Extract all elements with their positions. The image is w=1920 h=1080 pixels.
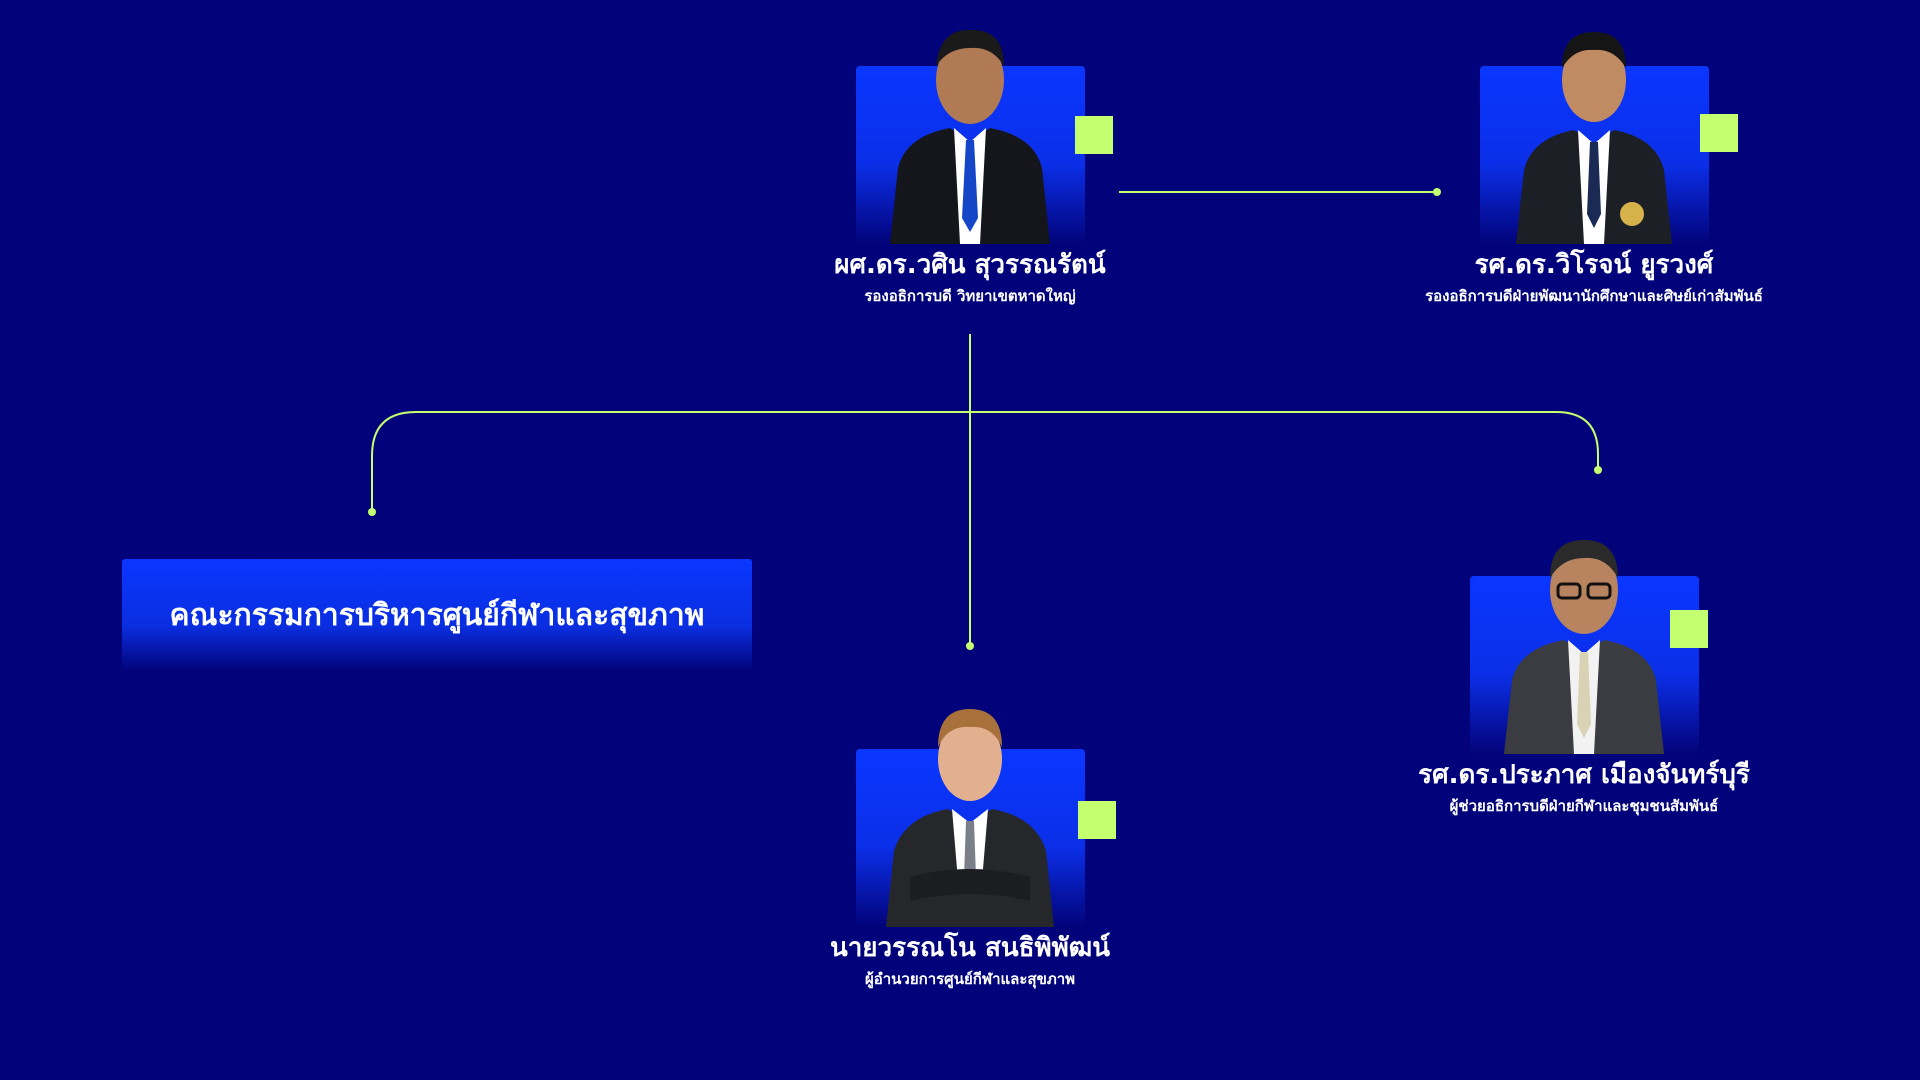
connector-top-horizontal-dot: [1433, 188, 1441, 196]
person-card-bottom-center: นายวรรณโน สนธิพิพัฒน์ ผู้อำนวยการศูนย์กี…: [760, 697, 1180, 989]
connector-branch-right-dot: [1594, 466, 1602, 474]
person-name: รศ.ดร.ประภาศ เมืองจันทร์บุรี: [1418, 760, 1750, 790]
photo-frame: [820, 14, 1120, 244]
accent-square: [1670, 610, 1708, 648]
accent-square: [1075, 116, 1113, 154]
photo-frame: [1434, 524, 1734, 754]
person-portrait-icon: [886, 709, 1054, 927]
person-role: รองอธิการบดี วิทยาเขตหาดใหญ่: [864, 287, 1076, 305]
committee-box: คณะกรรมการบริหารศูนย์กีฬาและสุขภาพ: [122, 559, 752, 671]
person-role: ผู้อำนวยการศูนย์กีฬาและสุขภาพ: [864, 970, 1076, 988]
person-portrait-icon: [890, 29, 1050, 244]
committee-label: คณะกรรมการบริหารศูนย์กีฬาและสุขภาพ: [169, 597, 705, 633]
person-card-top-left: ผศ.ดร.วศิน สุวรรณรัตน์ รองอธิการบดี วิทย…: [760, 14, 1180, 306]
accent-square: [1078, 801, 1116, 839]
person-portrait-icon: [1516, 32, 1672, 244]
connector-trunk-dot: [966, 642, 974, 650]
person-role: ผู้ช่วยอธิการบดีฝ่ายกีฬาและชุมชนสัมพันธ์: [1449, 797, 1719, 815]
connector-branch-left-dot: [368, 508, 376, 516]
person-name: ผศ.ดร.วศิน สุวรรณรัตน์: [834, 250, 1106, 280]
person-card-top-right: รศ.ดร.วิโรจน์ ยูรวงศ์ รองอธิการบดีฝ่ายพั…: [1384, 14, 1804, 306]
person-card-mid-right: รศ.ดร.ประภาศ เมืองจันทร์บุรี ผู้ช่วยอธิก…: [1374, 524, 1794, 816]
person-portrait-icon: [1504, 540, 1664, 754]
photo-frame: [820, 697, 1120, 927]
person-name: รศ.ดร.วิโรจน์ ยูรวงศ์: [1474, 250, 1714, 280]
person-name: นายวรรณโน สนธิพิพัฒน์: [829, 933, 1111, 963]
accent-square: [1700, 114, 1738, 152]
person-role: รองอธิการบดีฝ่ายพัฒนานักศึกษาและศิษย์เก่…: [1425, 287, 1763, 305]
photo-frame: [1444, 14, 1744, 244]
connector-branch: [371, 411, 1599, 510]
